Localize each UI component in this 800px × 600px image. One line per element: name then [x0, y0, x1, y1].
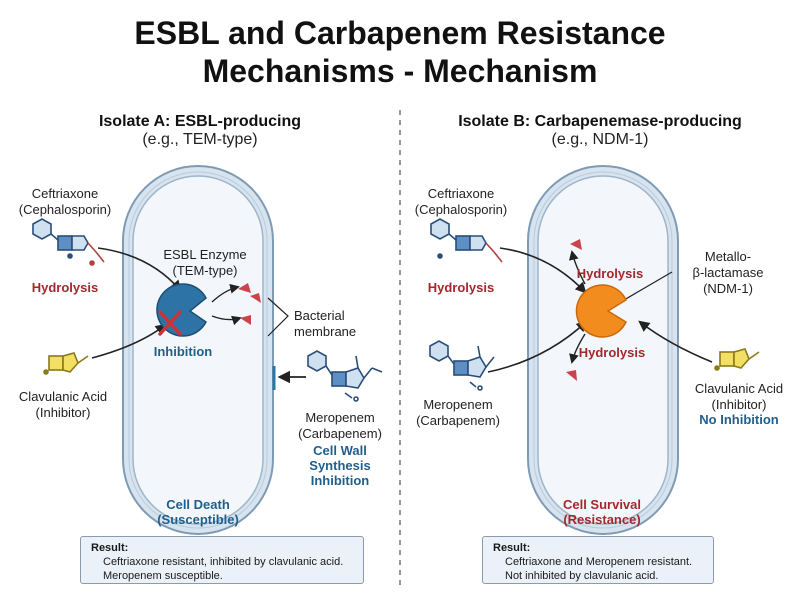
membrane-pointer [267, 297, 289, 337]
left-ceftriaxone-class: (Cephalosporin) [18, 202, 112, 217]
right-clavulanic-arrow [638, 320, 713, 363]
title-line-1: ESBL and Carbapenem Resistance [134, 15, 666, 51]
right-clavulanic-label: Clavulanic Acid (Inhibitor) [684, 381, 794, 413]
left-clavulanic-molecule [43, 352, 89, 375]
cell-wall-line-1: Cell Wall [313, 443, 367, 458]
left-bacterial-cell [122, 165, 274, 535]
ndm-enzyme-line-2: β-lactamase [692, 265, 764, 280]
right-hydrolysis-top-label: Hydrolysis [576, 266, 644, 281]
right-clavulanic-molecule [714, 348, 760, 371]
left-meropenem-molecule [307, 350, 383, 402]
right-outcome-label: Cell Survival (Resistance) [540, 497, 664, 527]
left-meropenem-label: Meropenem (Carbapenem) [290, 410, 390, 442]
right-ceftriaxone-name: Ceftriaxone [427, 186, 495, 201]
left-clavulanic-role: (Inhibitor) [35, 405, 91, 420]
diagram-title: ESBL and Carbapenem Resistance Mechanism… [0, 14, 800, 90]
left-meropenem-class: (Carbapenem) [298, 426, 382, 441]
left-outcome-label: Cell Death (Susceptible) [138, 497, 258, 527]
right-fragment-1 [570, 239, 582, 250]
right-ceftriaxone-class: (Cephalosporin) [414, 202, 508, 217]
left-meropenem-name: Meropenem [305, 410, 375, 425]
left-ceftriaxone-name: Ceftriaxone [31, 186, 99, 201]
left-result-heading: Result: [91, 542, 129, 554]
no-inhibition-label: No Inhibition [699, 412, 779, 427]
left-fragment-3 [240, 315, 251, 325]
inhibition-x-mark [158, 310, 182, 336]
right-meropenem-name: Meropenem [423, 397, 493, 412]
right-bacterial-cell [527, 165, 679, 535]
right-fragment-2 [566, 370, 577, 381]
left-panel-heading: Isolate A: ESBL-producing [98, 113, 302, 130]
left-ceftriaxone-arrow [97, 247, 182, 292]
left-product-arrow-down [211, 315, 242, 326]
left-inhibition-label: Inhibition [153, 344, 213, 359]
right-result-line-1: Ceftriaxone and Meropenem resistant. [505, 556, 693, 568]
left-panel-subheading: (e.g., TEM-type) [142, 131, 258, 148]
cell-wall-line-2: Synthesis [309, 458, 371, 473]
right-product-arrow-down [569, 333, 586, 364]
right-ceftriaxone-label: Ceftriaxone (Cephalosporin) [406, 186, 516, 218]
right-hydrolysis-left-label: Hydrolysis [427, 280, 495, 295]
ndm-enzyme-label: Metallo- β-lactamase (NDM-1) [680, 249, 776, 297]
left-result-line-2: Meropenem susceptible. [103, 570, 223, 582]
esbl-enzyme-type: (TEM-type) [172, 263, 238, 278]
right-meropenem-class: (Carbapenem) [416, 413, 500, 428]
left-fragment-1 [238, 283, 251, 293]
right-hydrolysis-bottom-label: Hydrolysis [578, 345, 646, 360]
left-outcome-line-1: Cell Death [166, 497, 230, 512]
right-panel-heading: Isolate B: Carbapenemase-producing [458, 113, 742, 130]
ndm-enzyme-shape [575, 284, 627, 338]
cell-wall-line-3: Inhibition [310, 473, 370, 488]
membrane-label-line-1: Bacterial [294, 308, 345, 323]
right-outcome-line-1: Cell Survival [562, 497, 642, 512]
left-ceftriaxone-label: Ceftriaxone (Cephalosporin) [10, 186, 120, 218]
right-ceftriaxone-arrow [499, 247, 587, 294]
right-clavulanic-name: Clavulanic Acid [694, 381, 784, 396]
right-panel-subheading: (e.g., NDM-1) [551, 131, 649, 148]
title-line-2: Mechanisms - Mechanism [202, 53, 598, 89]
esbl-enzyme-label: ESBL Enzyme (TEM-type) [150, 247, 260, 279]
right-meropenem-arrow [487, 320, 588, 373]
right-ceftriaxone-molecule [430, 218, 503, 263]
left-result-box: Result: Ceftriaxone resistant, inhibited… [80, 536, 364, 584]
right-meropenem-molecule [429, 340, 495, 391]
right-product-arrow-up [568, 250, 586, 285]
left-fragment-2 [250, 293, 261, 303]
left-product-arrow-up [211, 283, 240, 303]
left-clavulanic-label: Clavulanic Acid (Inhibitor) [8, 389, 118, 421]
membrane-label-line-2: membrane [294, 324, 357, 339]
right-meropenem-label: Meropenem (Carbapenem) [408, 397, 508, 429]
left-clavulanic-name: Clavulanic Acid [18, 389, 108, 404]
left-ceftriaxone-molecule [32, 218, 105, 266]
left-result-line-1: Ceftriaxone resistant, inhibited by clav… [103, 556, 344, 568]
left-outcome-line-2: (Susceptible) [157, 512, 239, 527]
left-hydrolysis-label: Hydrolysis [31, 280, 99, 295]
right-result-line-2: Not inhibited by clavulanic acid. [505, 570, 659, 582]
right-result-heading: Result: [493, 542, 531, 554]
left-clavulanic-arrow [91, 323, 167, 359]
bacterial-membrane-label: Bacterial membrane [294, 308, 384, 340]
ndm-pointer [623, 271, 673, 301]
right-outcome-line-2: (Resistance) [563, 512, 641, 527]
right-result-box: Result: Ceftriaxone and Meropenem resist… [482, 536, 714, 584]
esbl-enzyme-name: ESBL Enzyme [163, 247, 247, 262]
cell-wall-inhibition-label: Cell Wall Synthesis Inhibition [290, 443, 390, 488]
right-clavulanic-role: (Inhibitor) [711, 397, 767, 412]
ndm-enzyme-line-3: (NDM-1) [703, 281, 753, 296]
ndm-enzyme-line-1: Metallo- [704, 249, 752, 264]
